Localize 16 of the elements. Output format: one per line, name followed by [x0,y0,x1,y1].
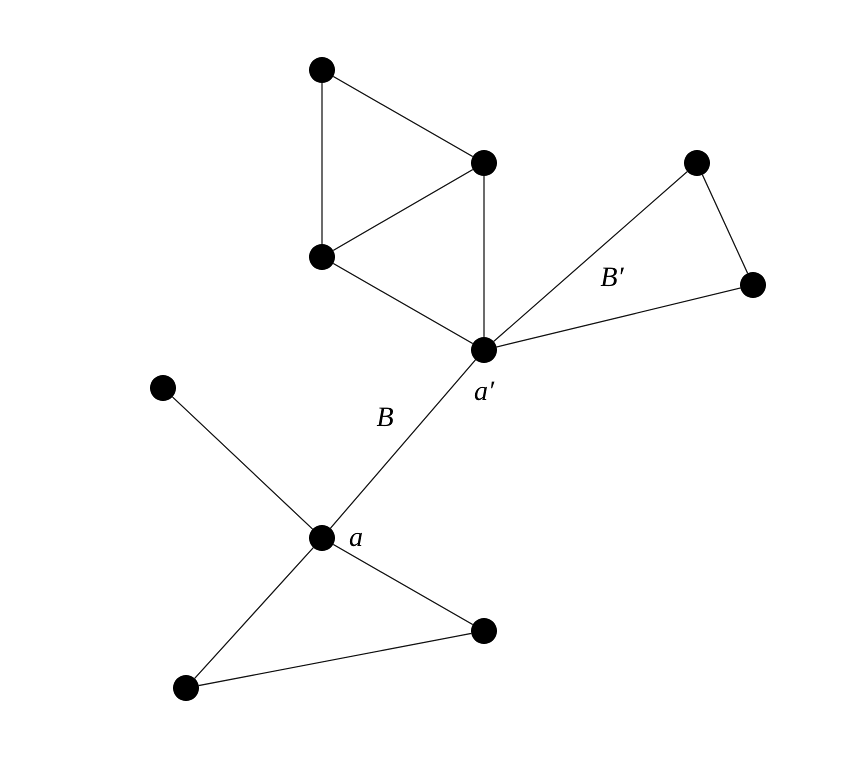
graph-edge [332,168,474,252]
graph-edge [496,287,741,348]
graph-edge [321,83,323,244]
graph-edge [483,176,485,337]
graph-edge [332,262,474,344]
graph-edge [702,174,748,274]
graph-edge [332,76,474,158]
graph-edge [172,396,313,530]
graph-edge [332,544,474,626]
region-label: B′ [599,264,625,292]
graph-edge [194,547,314,679]
vertex-label: a [348,524,364,552]
graph-edge [330,359,476,529]
vertex-label: a′ [472,378,496,406]
graph-edge [198,632,472,686]
graph-edge [493,171,688,342]
